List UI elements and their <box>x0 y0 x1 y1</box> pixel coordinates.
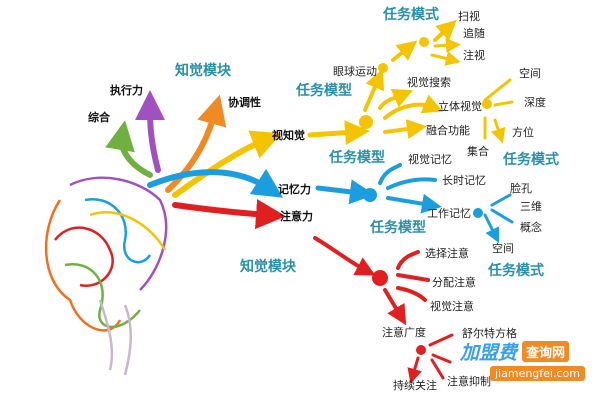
label-sustained-attention: 持续关注 <box>393 379 437 392</box>
memory-model-label-2: 任务模型 <box>370 220 426 236</box>
label-attention-span: 注意广度 <box>382 326 426 339</box>
label-selective-attention: 选择注意 <box>425 247 469 260</box>
watermark-brand: 加盟费 <box>460 342 518 364</box>
label-pursuit: 追随 <box>463 27 485 40</box>
label-schulte-grid: 舒尔特方格 <box>462 327 517 340</box>
visual-mode-label-2: 任务模式 <box>503 152 559 168</box>
attention-mode-label: 任务模式 <box>488 263 544 279</box>
label-executive: 执行力 <box>110 84 143 97</box>
nodes <box>359 37 492 355</box>
label-scan: 扫视 <box>458 10 480 23</box>
arrow-coordination <box>165 94 227 193</box>
arrow-visual <box>172 130 282 198</box>
label-orientation: 方位 <box>512 126 534 139</box>
label-attention: 注意力 <box>280 210 313 223</box>
label-long-term-memory: 长时记忆 <box>442 174 486 187</box>
module-label-top: 知觉模块 <box>175 63 231 79</box>
label-visual-attention: 视觉注意 <box>430 300 474 313</box>
watermark-tag: 查询网 <box>522 341 570 362</box>
label-attention-inhibition: 注意抑制 <box>447 375 491 388</box>
memory-model-label: 任务模型 <box>329 150 385 166</box>
arrow-synthesis <box>105 120 153 178</box>
watermark: 加盟费 查询网 jiamengfei.com <box>460 338 600 388</box>
label-working-memory: 工作记忆 <box>427 207 471 220</box>
label-depth: 深度 <box>524 96 546 109</box>
label-fusion: 融合功能 <box>426 124 470 137</box>
label-stereo-vision: 立体视觉 <box>438 100 482 113</box>
brain-outline <box>44 176 168 376</box>
label-coordination: 协调性 <box>228 96 261 109</box>
label-visual-search: 视觉搜索 <box>407 76 451 89</box>
label-space: 空间 <box>519 67 541 80</box>
label-face: 脸孔 <box>510 182 532 195</box>
module-label-bottom: 知觉模块 <box>240 259 296 275</box>
label-memory: 记忆力 <box>278 183 311 196</box>
label-visual-memory: 视觉记忆 <box>408 153 452 166</box>
branch-arrows <box>105 19 514 378</box>
visual-mode-label-1: 任务模式 <box>383 7 439 23</box>
visual-model-label: 任务模型 <box>296 83 352 99</box>
watermark-url: jiamengfei.com <box>490 366 585 381</box>
label-divided-attention: 分配注意 <box>432 276 476 289</box>
arrow-executive <box>135 90 166 173</box>
label-fixation: 注视 <box>463 49 485 62</box>
label-three-d: 三维 <box>520 200 542 213</box>
label-convergence: 集合 <box>467 145 489 158</box>
arrow-attention <box>172 199 286 230</box>
label-synthesis: 综合 <box>88 111 110 124</box>
label-concept: 概念 <box>520 221 542 234</box>
label-memory-space: 空间 <box>492 242 514 255</box>
label-eye-movement: 眼球运动 <box>333 65 377 78</box>
arrow-memory <box>147 168 284 198</box>
label-visual-perception: 视知觉 <box>272 129 305 142</box>
